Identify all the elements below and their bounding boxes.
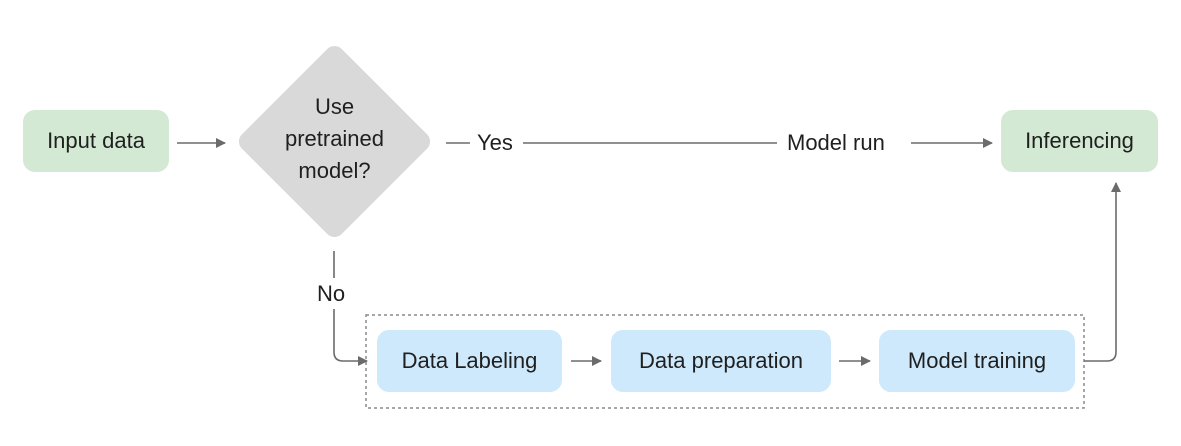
- data-preparation-node: Data preparation: [611, 330, 831, 392]
- inferencing-label: Inferencing: [1025, 128, 1134, 153]
- edge-label-yes: Yes: [471, 130, 519, 156]
- inferencing-node: Inferencing: [1001, 110, 1158, 172]
- decision-line-2: pretrained: [284, 126, 385, 151]
- edge-label-no: No: [311, 281, 352, 307]
- input-data-label: Input data: [47, 128, 145, 153]
- edge-label-model-run: Model run: [781, 130, 891, 156]
- decision-line-1: Use: [314, 94, 355, 119]
- input-data-node: Input data: [23, 110, 169, 172]
- data-labeling-label: Data Labeling: [401, 348, 538, 373]
- data-labeling-node: Data Labeling: [377, 330, 562, 392]
- arrow-no-to-labeling: [333, 309, 368, 366]
- decision-diamond: [238, 45, 431, 238]
- arrow-training-to-inferencing: [1084, 182, 1121, 362]
- decision-line-3: model?: [298, 158, 371, 183]
- model-training-node: Model training: [879, 330, 1075, 392]
- model-training-label: Model training: [907, 348, 1047, 373]
- decision-label: Use pretrained model?: [264, 91, 405, 187]
- data-preparation-label: Data preparation: [639, 348, 803, 373]
